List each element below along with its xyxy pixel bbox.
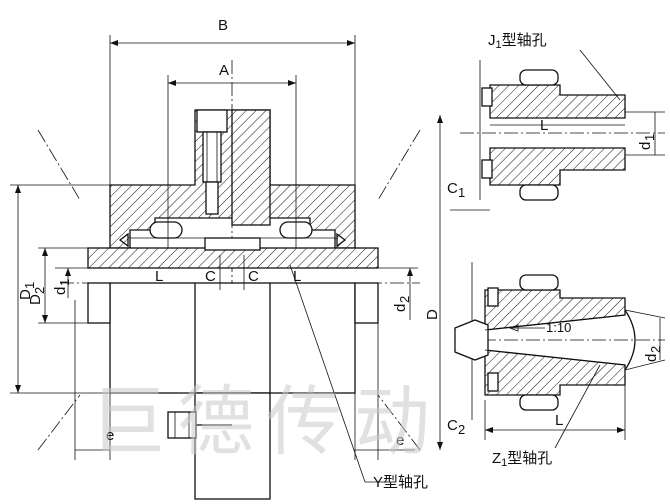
j1-bore-label: J1型轴孔 <box>488 32 547 51</box>
inner-sleeve-section <box>87 247 379 269</box>
svg-text:1: 1 <box>458 185 465 200</box>
hub-upper-section <box>231 109 271 226</box>
dim-L-j1: L <box>540 117 548 134</box>
labels: B A L C C L L L D 1 D 2 d 1 d 2 D d 1 <box>17 17 663 491</box>
dim-L-z1: L <box>555 412 563 429</box>
dim-C-right: C <box>248 268 259 285</box>
svg-text:d: d <box>392 304 409 312</box>
dim-A: A <box>219 62 229 79</box>
dim-L-right: L <box>293 268 301 285</box>
svg-text:2: 2 <box>32 287 47 294</box>
z1-bore-view <box>454 262 666 449</box>
dim-C1: C 1 <box>447 180 465 200</box>
dim-e-right: e <box>396 432 404 449</box>
svg-text:d: d <box>637 142 654 150</box>
watermark-text: 巨德传动 <box>90 377 442 466</box>
svg-text:d: d <box>52 287 69 295</box>
dim-d2: d 2 <box>392 296 412 312</box>
dim-C-left: C <box>205 268 216 285</box>
right-shoulder <box>354 282 379 324</box>
dimension-lines <box>10 35 443 483</box>
lower-flange <box>194 392 271 500</box>
svg-text:2: 2 <box>458 422 465 437</box>
svg-text:d: d <box>643 354 660 362</box>
dim-d2-z1: d 2 <box>643 346 663 362</box>
gear-teeth <box>118 221 347 251</box>
svg-text:2: 2 <box>648 346 663 353</box>
dim-D2: D 2 <box>27 287 47 305</box>
dim-C2: C 2 <box>447 417 465 437</box>
svg-text:D: D <box>424 309 441 320</box>
bolt-shank <box>202 131 222 183</box>
dim-d1: d 1 <box>52 279 72 295</box>
dim-L-left: L <box>155 268 163 285</box>
z1-bore-label: Z1型轴孔 <box>492 450 552 469</box>
svg-text:2: 2 <box>397 296 412 303</box>
svg-text:C: C <box>447 180 458 197</box>
svg-text:1: 1 <box>642 134 657 141</box>
dim-D: D <box>424 309 441 320</box>
taper-ratio: 1:10 <box>546 320 571 335</box>
bolt-thread <box>205 181 219 215</box>
svg-text:C: C <box>447 417 458 434</box>
j1-bore-view <box>450 49 665 211</box>
dim-B: B <box>218 17 228 34</box>
svg-text:D: D <box>27 294 44 305</box>
dim-e-left: e <box>106 427 114 444</box>
main-coupling-view <box>10 35 443 500</box>
left-shoulder <box>87 282 111 324</box>
bolt-head <box>196 109 228 133</box>
dim-D1: D 1 <box>17 282 37 300</box>
y-bore-label: Y型轴孔 <box>373 474 428 491</box>
svg-text:D: D <box>17 289 34 300</box>
dim-d1-j1: d 1 <box>637 134 657 150</box>
svg-text:1: 1 <box>57 279 72 286</box>
svg-text:1: 1 <box>22 282 37 289</box>
bottom-bolt <box>167 411 232 439</box>
